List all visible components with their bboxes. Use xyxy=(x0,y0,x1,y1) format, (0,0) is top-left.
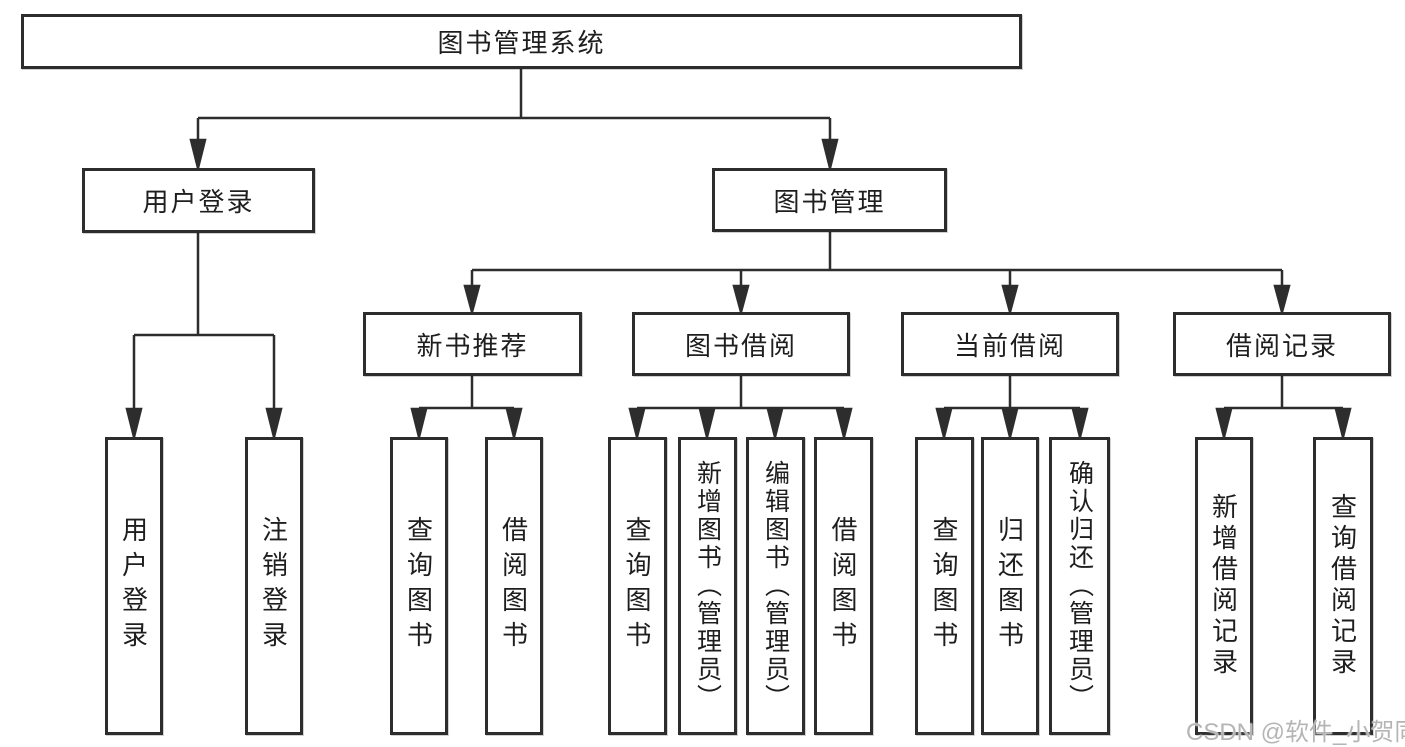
leaf-user-login-label: 用户登录 xyxy=(118,516,149,656)
leaf-borrow-book-2-label: 借阅图书 xyxy=(828,516,858,656)
leaf-query-book-1: 查询图书 xyxy=(390,437,448,735)
leaf-query-book-3-label: 查询图书 xyxy=(929,516,959,656)
node-book-borrow-label: 图书借阅 xyxy=(684,330,797,361)
leaf-borrow-book-2: 借阅图书 xyxy=(814,437,873,735)
leaf-add-borrow-record: 新增借阅记录 xyxy=(1195,437,1253,735)
node-root-label: 图书管理系统 xyxy=(437,28,606,58)
leaf-return-book: 归还图书 xyxy=(981,437,1039,735)
leaf-query-book-2-label: 查询图书 xyxy=(622,516,652,656)
leaf-return-book-label: 归还图书 xyxy=(994,516,1025,656)
node-book-management-label: 图书管理 xyxy=(773,186,886,217)
leaf-confirm-return-admin: 确认归还（管理员） xyxy=(1049,437,1110,735)
leaf-edit-book-admin: 编辑图书（管理员） xyxy=(746,437,805,735)
node-user-login: 用户登录 xyxy=(82,168,315,233)
leaf-query-book-3: 查询图书 xyxy=(915,437,974,735)
leaf-logout-label: 注销登录 xyxy=(258,516,289,656)
node-new-book-recommend: 新书推荐 xyxy=(363,312,582,376)
node-book-management: 图书管理 xyxy=(712,168,947,232)
leaf-user-login: 用户登录 xyxy=(105,437,163,735)
leaf-query-book-1-label: 查询图书 xyxy=(403,516,434,656)
leaf-add-borrow-record-label: 新增借阅记录 xyxy=(1208,493,1239,679)
leaf-add-book-admin-label: 新增图书（管理员） xyxy=(693,460,722,712)
csdn-watermark: CSDN @软件_小贺同学 xyxy=(1186,719,1405,746)
leaf-query-borrow-record: 查询借阅记录 xyxy=(1313,437,1373,735)
node-user-login-label: 用户登录 xyxy=(142,187,255,217)
node-root-system: 图书管理系统 xyxy=(21,14,1022,69)
node-current-borrow: 当前借阅 xyxy=(901,312,1119,376)
leaf-borrow-book-1-label: 借阅图书 xyxy=(498,516,529,656)
node-borrow-record: 借阅记录 xyxy=(1173,312,1391,376)
leaf-confirm-return-admin-label: 确认归还（管理员） xyxy=(1065,460,1094,712)
leaf-query-borrow-record-label: 查询借阅记录 xyxy=(1327,493,1358,679)
node-book-borrow: 图书借阅 xyxy=(632,312,850,376)
node-new-book-recommend-label: 新书推荐 xyxy=(416,330,529,361)
leaf-borrow-book-1: 借阅图书 xyxy=(485,437,543,735)
leaf-query-book-2: 查询图书 xyxy=(608,437,667,735)
leaf-logout: 注销登录 xyxy=(245,437,303,735)
node-current-borrow-label: 当前借阅 xyxy=(953,330,1066,361)
leaf-edit-book-admin-label: 编辑图书（管理员） xyxy=(761,460,790,712)
node-borrow-record-label: 借阅记录 xyxy=(1225,330,1338,361)
leaf-add-book-admin: 新增图书（管理员） xyxy=(678,437,737,735)
